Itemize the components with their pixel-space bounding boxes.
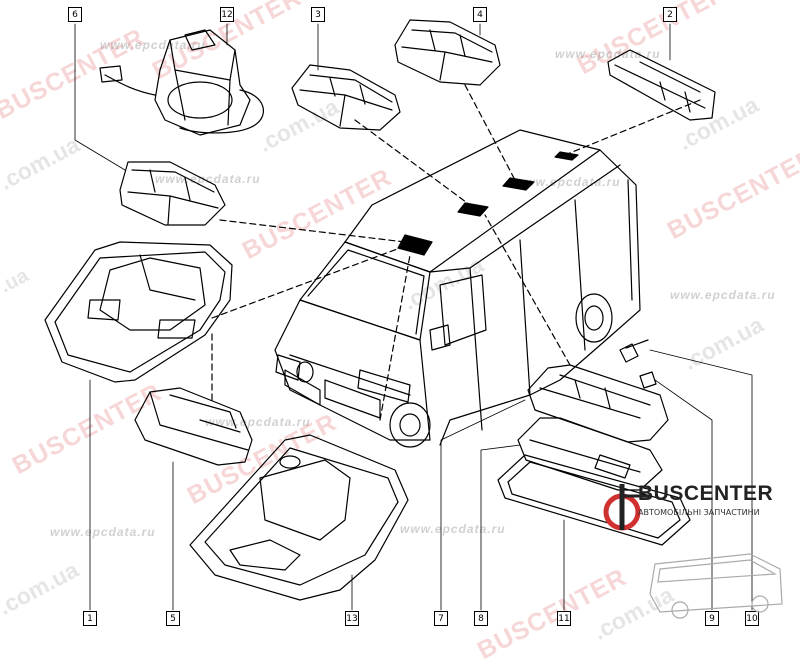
logo-emblem-icon xyxy=(603,484,783,619)
part-3-lamp xyxy=(291,64,401,131)
van-illustration xyxy=(274,129,641,448)
part-11-frame xyxy=(497,454,691,546)
logo-tagline: АВТОМОБІЛЬНІ ЗАПЧАСТИНИ xyxy=(638,508,760,517)
callout-3: 3 xyxy=(311,7,325,22)
part-12-unit xyxy=(99,29,264,136)
callout-leaders xyxy=(74,23,753,611)
callout-12: 12 xyxy=(220,7,234,22)
callout-4: 4 xyxy=(473,7,487,22)
part-1-console xyxy=(44,241,233,383)
dashed-leader-lines xyxy=(211,84,701,421)
buscenter-logo: BUSCENTER АВТОМОБІЛЬНІ ЗАПЧАСТИНИ xyxy=(600,474,795,624)
part-13-tray xyxy=(189,434,409,601)
logo-name: BUSCENTER xyxy=(638,482,774,505)
callout-10: 10 xyxy=(745,611,759,626)
part-2-strip-lamp xyxy=(607,49,716,121)
callout-7: 7 xyxy=(434,611,448,626)
callout-9: 9 xyxy=(705,611,719,626)
part-4-lamp xyxy=(394,19,501,86)
part-5-lamp xyxy=(134,387,253,466)
part-7-lamp-base xyxy=(527,364,669,443)
callout-13: 13 xyxy=(345,611,359,626)
bulb-10 xyxy=(619,339,649,363)
callout-8: 8 xyxy=(474,611,488,626)
callout-6: 6 xyxy=(68,7,82,22)
callout-2: 2 xyxy=(663,7,677,22)
bulb-9 xyxy=(639,371,657,389)
callout-1: 1 xyxy=(83,611,97,626)
part-6-lamp xyxy=(119,161,226,226)
callout-5: 5 xyxy=(166,611,180,626)
callout-11: 11 xyxy=(557,611,571,626)
